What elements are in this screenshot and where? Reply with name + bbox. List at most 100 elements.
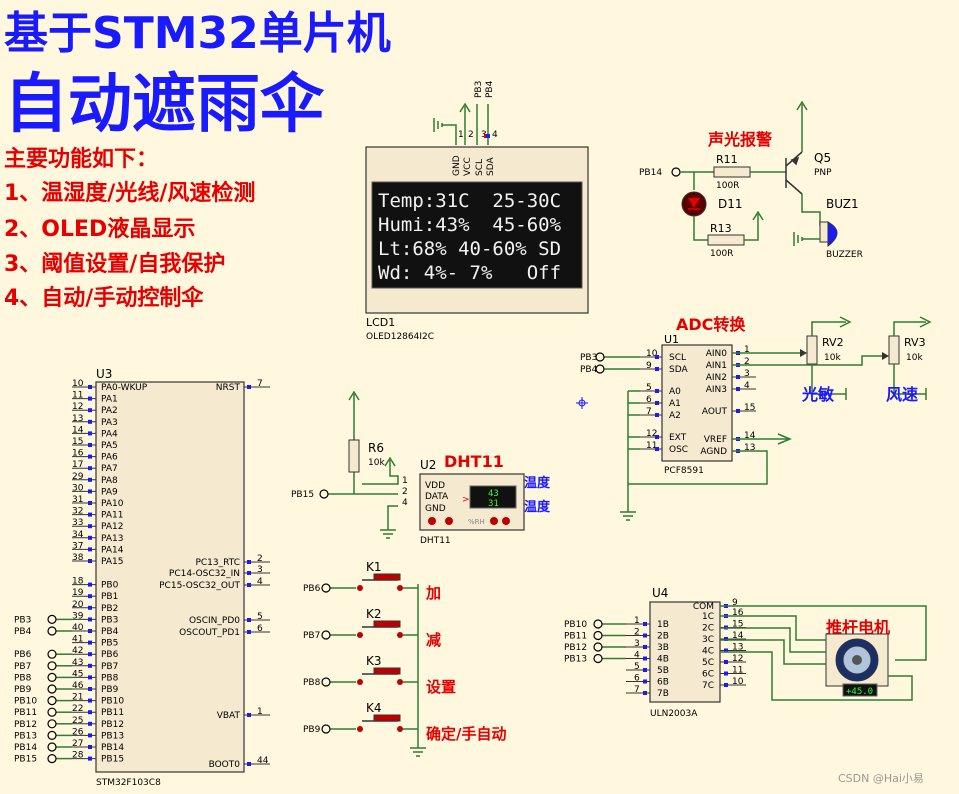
pin-marker: [643, 656, 647, 661]
mcu-pin-name: NRST: [216, 383, 241, 393]
pin-marker: [88, 501, 92, 505]
mcu-pin-name: PB10: [101, 697, 124, 707]
net-label: PB11: [14, 708, 37, 718]
pin-marker: [88, 629, 92, 633]
push-button-icon[interactable]: [373, 667, 401, 675]
key-ref: K2: [366, 607, 382, 621]
dht-button-icon[interactable]: [428, 517, 436, 525]
switch-contact: [397, 632, 403, 638]
alarm-section[interactable]: 声光报警 PB14 R11 100R D11 R13 100R Q5 PNP: [639, 100, 863, 260]
lcd-pin-num-2: 2: [468, 130, 474, 140]
buz-ref: BUZ1: [826, 197, 859, 211]
uln-pin-name: 6B: [657, 678, 669, 688]
uln-pin-num: 9: [732, 598, 738, 608]
dht-pin-num-1: 1: [402, 476, 408, 486]
mcu-pin-num: 44: [257, 756, 269, 766]
dht-side-label-2: 温度: [524, 499, 551, 515]
net-terminal: [321, 724, 331, 734]
oled-module[interactable]: PB3 PB4 1 2 3 4 GND VCC SCL SDA Temp:31C…: [365, 80, 589, 342]
mcu-pin-name: PA11: [101, 511, 123, 521]
mcu-pin-name: PC13_RTC: [195, 558, 240, 568]
dht-button-icon[interactable]: [502, 517, 510, 525]
dht-unit: %RH: [468, 518, 485, 526]
net-label: PB9: [14, 685, 32, 695]
uln-pin-name: 2C: [702, 624, 714, 634]
net-terminal: [47, 649, 57, 659]
uln-pin-name: 5C: [702, 658, 714, 668]
uln-pin-num: 11: [732, 666, 743, 676]
crosshair-marker: [576, 397, 588, 409]
ground-symbol: [620, 511, 636, 521]
motor-label: 推杆电机: [826, 618, 890, 637]
pin-marker: [88, 733, 92, 738]
uln-pin-num: 6: [634, 674, 640, 684]
uln-body: [649, 601, 721, 703]
d11-ref: D11: [718, 197, 743, 211]
lcd-pin-num-4: 4: [492, 130, 498, 140]
mcu-pin-name: PB0: [101, 581, 119, 591]
net-terminal: [593, 653, 603, 664]
pin-marker: [724, 671, 728, 676]
adc-pin-num: 3: [744, 369, 750, 379]
mcu-pin-name: PA10: [101, 499, 124, 509]
adc-pin-name: AGND: [700, 447, 727, 457]
adc-pin-name: A2: [669, 411, 681, 421]
lcd-pin-scl: SCL: [475, 159, 485, 176]
switch-contact: [357, 585, 363, 591]
mcu-pin-name: PB14: [101, 743, 124, 753]
mcu-pin-name: PA15: [101, 557, 123, 567]
mcu-pin-name: PB15: [101, 755, 124, 765]
pin-marker: [655, 447, 659, 451]
mcu-pin-num: 12: [72, 402, 83, 412]
dht-button-icon[interactable]: [490, 517, 498, 525]
dht-button-icon[interactable]: [445, 517, 453, 525]
net-label: PB12: [564, 643, 587, 653]
pin-marker: [88, 547, 92, 552]
adc-pin-num: 4: [744, 381, 750, 391]
mcu-pin-num: 37: [72, 541, 83, 551]
oled-line-2: Humi:43% 45-60%: [378, 214, 562, 236]
dht-side-label-1: 温度: [524, 475, 551, 491]
mcu-pin-num: 43: [72, 658, 83, 668]
dht11-section[interactable]: R6 10k PB15 DHT11 U2 1 2 4 VDD DATA GND …: [291, 390, 551, 546]
pin-marker: [88, 419, 92, 424]
uln-pin-num: 16: [732, 608, 744, 618]
mcu-pin-num: 2: [257, 554, 263, 564]
power-arrow: [459, 102, 471, 145]
rv3-ref: RV3: [904, 336, 926, 349]
net-label: PB4: [580, 365, 598, 375]
resistor-r13: [707, 234, 745, 246]
dht-display: [469, 485, 517, 509]
mcu-pin-name: OSCIN_PD0: [189, 616, 240, 626]
pin-marker: [736, 409, 740, 413]
mcu-pin-name: PB3: [101, 615, 118, 625]
pin-marker: [88, 617, 92, 622]
push-button-icon[interactable]: [373, 620, 401, 628]
uln-pin-name: 4B: [657, 655, 669, 665]
pin-marker: [88, 396, 92, 401]
feature-item-3: 3、阈值设置/自我保护: [4, 251, 225, 277]
mcu-pin-num: 7: [257, 379, 263, 389]
transistor-q5: [785, 151, 803, 195]
motor-icon: [825, 633, 889, 687]
push-button-icon[interactable]: [373, 714, 401, 722]
pin-marker: [247, 630, 251, 634]
mcu-pin-name: PA1: [101, 395, 118, 405]
uln-pin-num: 7: [634, 685, 640, 695]
push-button-icon[interactable]: [373, 573, 401, 581]
mcu-pin-name: PB7: [101, 662, 118, 672]
pin-marker: [736, 375, 740, 379]
mcu-pin-num: 28: [72, 751, 84, 761]
features-heading: 主要功能如下：: [4, 146, 158, 172]
mcu-pin-num: 17: [72, 460, 83, 470]
mcu-pin-num: 15: [72, 437, 83, 447]
pin-marker: [88, 582, 92, 587]
net-terminal: [47, 695, 57, 706]
key-label: 减: [426, 631, 441, 649]
dht-label: DHT11: [444, 452, 504, 471]
